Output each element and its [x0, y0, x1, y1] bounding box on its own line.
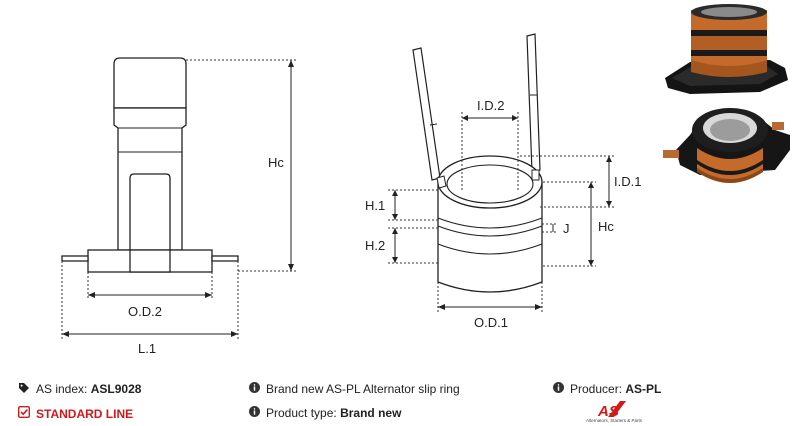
label-od2: O.D.2: [128, 304, 162, 319]
logo-text: AS: [597, 403, 619, 420]
label-h2: H.2: [365, 238, 385, 253]
check-square-icon: [17, 405, 31, 421]
standard-line: STANDARD LINE: [17, 405, 134, 421]
label-l1: L.1: [138, 341, 156, 356]
side-view: [61, 57, 296, 340]
product-type-label: Product type:: [266, 406, 337, 420]
producer-value: AS-PL: [625, 382, 662, 396]
producer: Producer: AS-PL: [552, 382, 661, 396]
info-icon: [248, 406, 260, 420]
as-pl-logo: AS: [597, 401, 626, 420]
label-id2: I.D.2: [477, 98, 504, 113]
description: Brand new AS-PL Alternator slip ring: [248, 382, 460, 396]
label-hc-right: Hc: [598, 219, 614, 234]
as-index: AS index: ASL9028: [18, 382, 141, 396]
description-text: Brand new AS-PL Alternator slip ring: [266, 382, 460, 396]
label-h1: H.1: [365, 198, 385, 213]
as-index-value: ASL9028: [90, 382, 142, 396]
info-icon: [552, 382, 564, 396]
product-type: Product type: Brand new: [248, 406, 401, 420]
label-od1: O.D.1: [474, 315, 508, 330]
label-hc-left: Hc: [268, 155, 284, 170]
label-j: J: [563, 221, 570, 236]
logo-tagline: Alternators, Starters & Parts: [586, 418, 643, 423]
info-icon: [248, 382, 260, 396]
producer-label: Producer:: [570, 382, 623, 396]
product-type-value: Brand new: [340, 406, 402, 420]
standard-line-text: STANDARD LINE: [36, 406, 134, 421]
perspective-view: [388, 33, 615, 312]
as-index-label: AS index:: [36, 382, 88, 396]
product-photo-top: [665, 4, 788, 94]
tag-icon: [18, 382, 30, 396]
technical-drawing: Hc O.D.2 L.1 I.D.2 I.D.1 H.1 H.2 J Hc O.…: [61, 4, 790, 356]
product-photo-bottom: [663, 108, 790, 183]
label-id1: I.D.1: [614, 174, 641, 189]
